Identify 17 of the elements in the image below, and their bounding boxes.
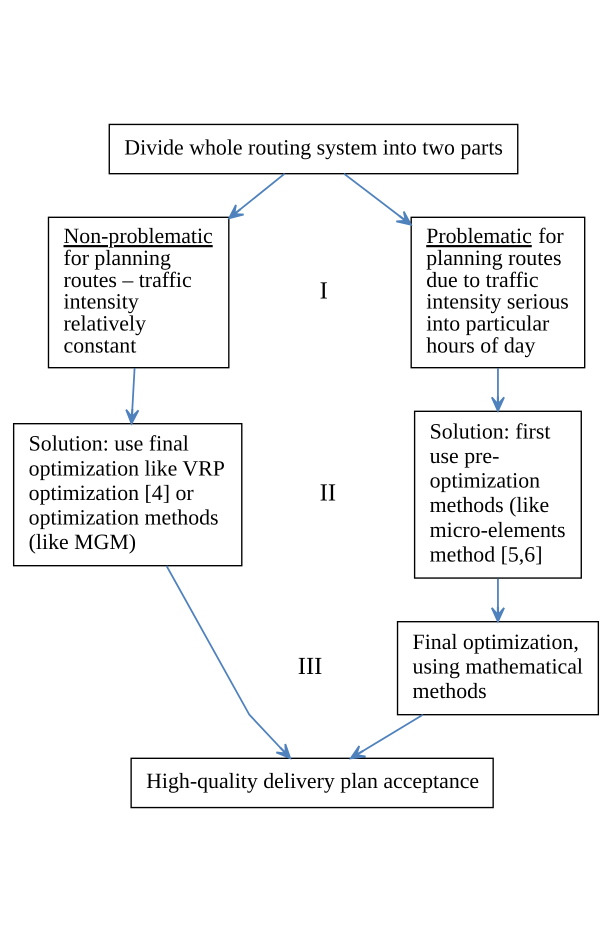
arrow [166,564,292,759]
arrow [490,368,505,412]
node-box: High-quality delivery plan acceptance [130,757,494,808]
label: II [320,479,336,506]
node-box: Problematic for planning routes due to traffic intensity serious into particular hours of day [410,216,586,368]
arrow [490,578,505,622]
arrow [350,714,424,759]
node-box: Divide whole routing system into two parts [108,123,518,174]
label: III [298,652,322,680]
label: I [320,277,328,304]
arrow [125,368,140,424]
arrow [228,172,286,219]
node-box: Non-problematic for planning routes – traffic intensity relatively constant [48,216,230,368]
node-box: Final optimization, using mathematical methods [396,620,600,715]
node-box: Solution: use final optimization like VRP optimization [4] or optimization methods (like MGM) [12,422,242,566]
arrow [343,172,412,226]
node-box: Solution: first use pre-optimization methods (like micro-elements method [5,6] [414,410,582,578]
